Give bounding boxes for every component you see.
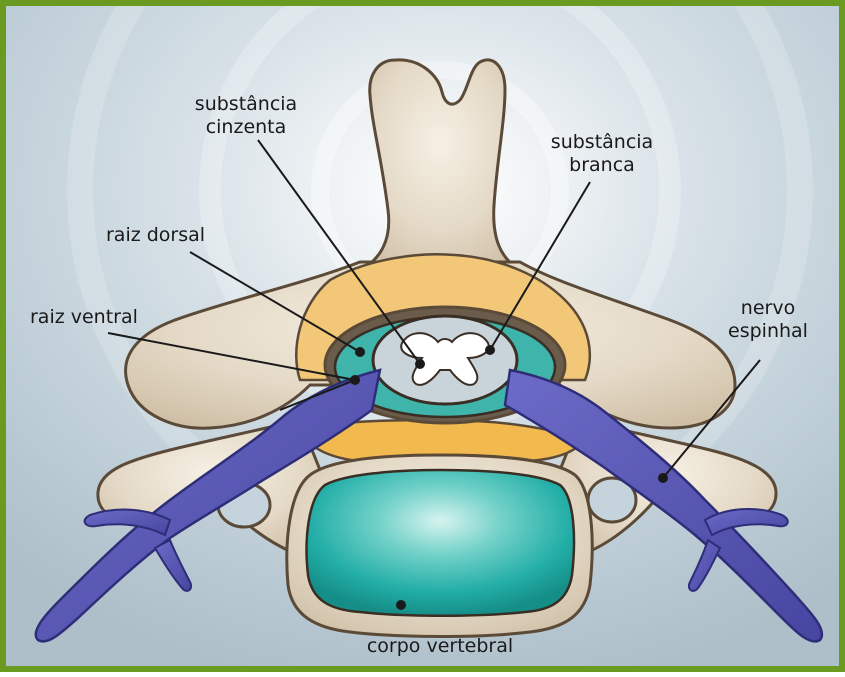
- label-gray-matter-line2: cinzenta: [206, 116, 287, 138]
- label-spinal-nerve-line1: nervo: [741, 297, 795, 319]
- label-ventral-root: raiz ventral: [30, 306, 138, 328]
- label-spinal-nerve-line2: espinhal: [728, 320, 808, 342]
- label-dorsal-root: raiz dorsal: [106, 224, 205, 246]
- dot-spinal-nerve: [658, 473, 668, 483]
- label-white-matter-line2: branca: [569, 154, 635, 176]
- dot-dorsal-root: [355, 347, 365, 357]
- dot-vertebral-body: [396, 600, 406, 610]
- label-white-matter-line1: substância: [551, 131, 653, 153]
- dot-gray-matter: [415, 359, 425, 369]
- dot-ventral-root: [350, 375, 360, 385]
- label-vertebral-body: corpo vertebral: [367, 635, 513, 657]
- dot-white-matter: [485, 345, 495, 355]
- label-gray-matter-line1: substância: [195, 93, 297, 115]
- vertebral-disc: [307, 470, 574, 616]
